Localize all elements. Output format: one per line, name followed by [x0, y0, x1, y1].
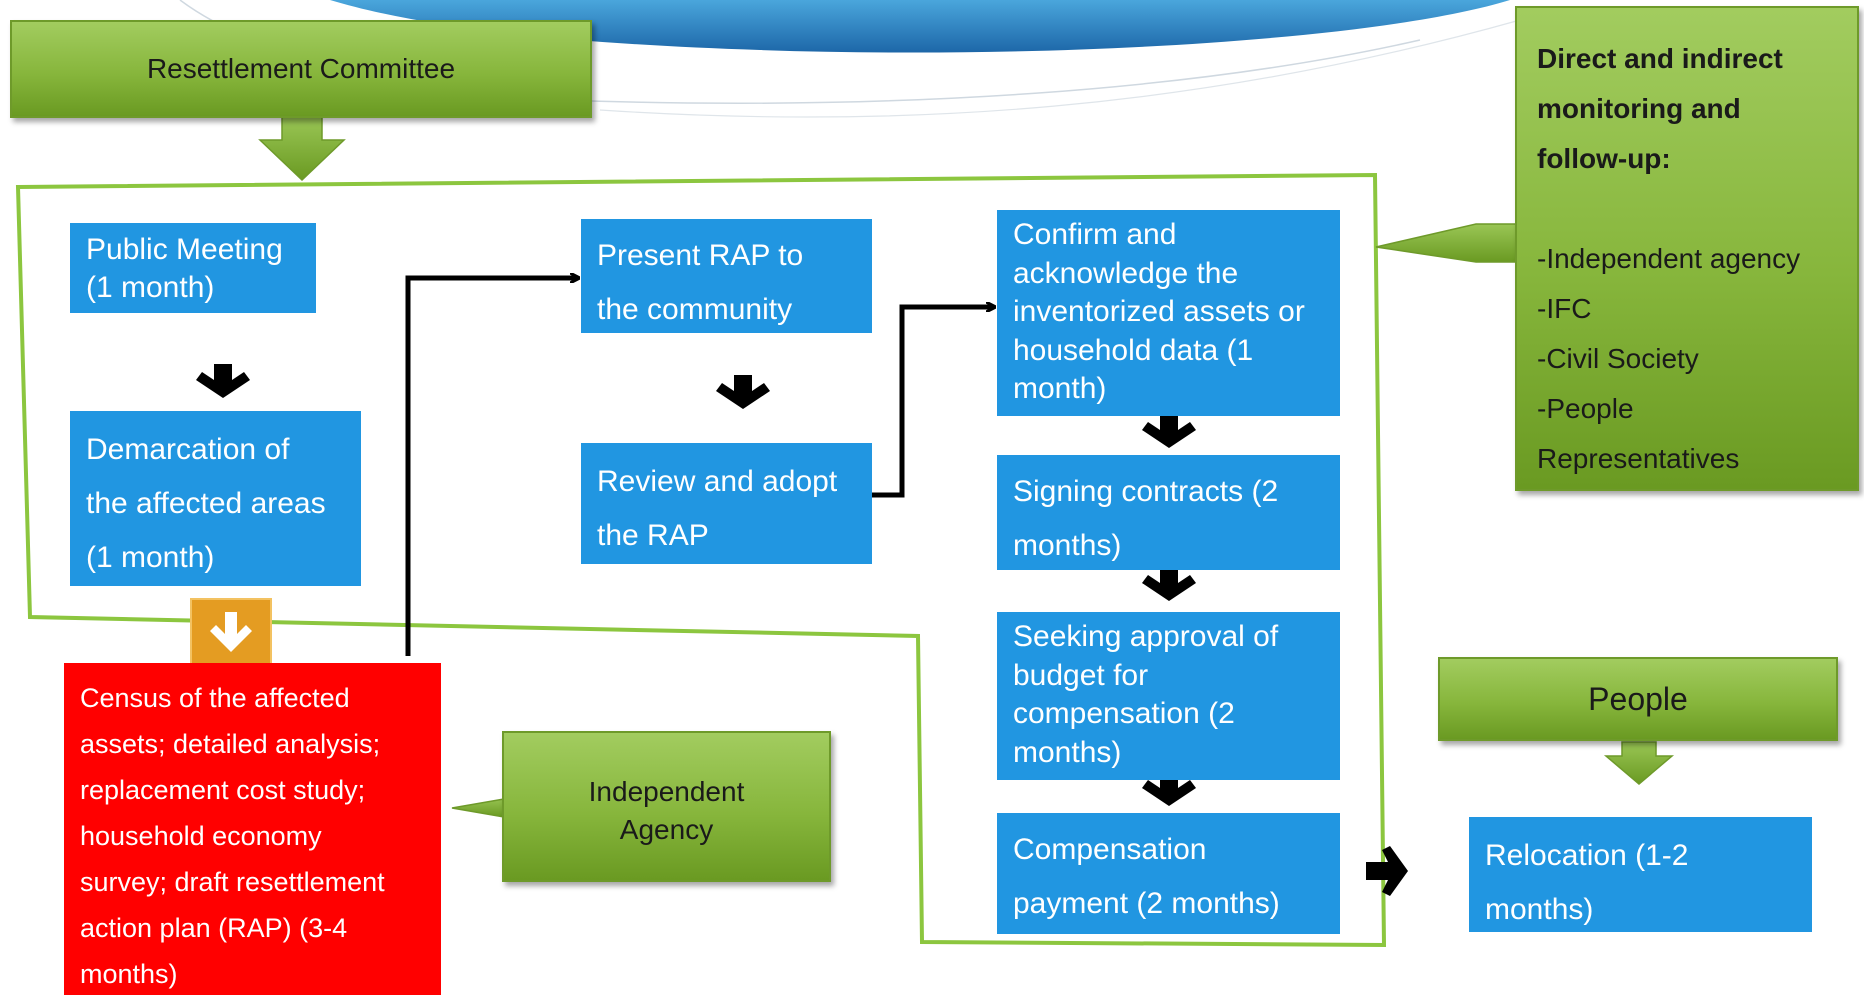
- signing-line: Signing contracts (2: [1013, 475, 1279, 508]
- seeking-line: Seeking approval of: [1013, 620, 1279, 653]
- decorative-thin-curve-2: [599, 19, 1521, 118]
- down-marker-icon: [190, 598, 272, 666]
- census-line: months): [80, 959, 178, 989]
- connector-census-to-present: [405, 278, 578, 656]
- demarcation-line: (1 month): [86, 541, 215, 574]
- people-box: People: [1438, 657, 1838, 741]
- monitoring-list: -Independent agency -IFC -Civil Society …: [1537, 234, 1857, 484]
- agency-arrow: [451, 797, 505, 818]
- census-line: replacement cost study;: [80, 775, 366, 805]
- compensation-box: Compensation payment (2 months): [997, 813, 1340, 934]
- review-rap-box: Review and adopt the RAP: [581, 443, 872, 564]
- signing-line: months): [1013, 529, 1122, 562]
- committee-down-arrow: [258, 116, 346, 182]
- monitoring-title-line: monitoring and: [1537, 93, 1741, 124]
- seeking-line: budget for: [1013, 658, 1149, 692]
- demarcation-line: Demarcation of: [86, 433, 290, 466]
- monitoring-item: -Civil Society: [1537, 343, 1699, 374]
- review-rap-line: the RAP: [597, 519, 709, 552]
- confirm-line: inventorized assets or: [1013, 295, 1305, 328]
- monitoring-title-line: follow-up:: [1537, 143, 1671, 174]
- seeking-box: Seeking approval of budget for compensat…: [997, 612, 1340, 780]
- monitoring-item: -People: [1537, 393, 1634, 424]
- seeking-line: months): [1013, 735, 1122, 769]
- confirm-line: acknowledge the: [1013, 256, 1239, 290]
- monitoring-arrow: [1375, 223, 1521, 263]
- confirm-line: month): [1013, 372, 1107, 405]
- people-label: People: [1588, 680, 1688, 717]
- right-arrow-relocation: [1366, 846, 1408, 896]
- independent-agency-line: Independent: [588, 776, 745, 807]
- present-rap-box: Present RAP to the community: [581, 219, 872, 333]
- down-arrow-3: [1142, 414, 1196, 448]
- monitoring-item: Representatives: [1537, 443, 1740, 474]
- committee-label: Resettlement Committee: [146, 53, 456, 84]
- public-meeting-box: Public Meeting (1 month): [70, 223, 316, 313]
- down-arrow-4: [1142, 567, 1196, 601]
- down-arrow-1: [196, 364, 250, 398]
- monitoring-box: Direct and indirect monitoring and follo…: [1515, 6, 1859, 491]
- monitoring-title-line: Direct and indirect: [1537, 43, 1783, 74]
- demarcation-line: the affected areas: [86, 487, 326, 520]
- census-line: action plan (RAP) (3-4: [80, 913, 348, 943]
- down-arrow-5: [1142, 772, 1196, 806]
- decorative-swoosh: [330, 0, 1510, 53]
- independent-agency-box: Independent Agency: [502, 731, 831, 882]
- census-box: Census of the affected assets; detailed …: [64, 663, 441, 995]
- confirm-line: household data (1: [1013, 333, 1254, 367]
- relocation-box: Relocation (1-2 months): [1469, 817, 1812, 932]
- relocation-line: months): [1485, 893, 1594, 926]
- relocation-line: Relocation (1-2: [1485, 839, 1689, 872]
- public-meeting-line: Public Meeting: [86, 233, 283, 266]
- census-line: survey; draft resettlement: [80, 867, 385, 897]
- compensation-line: payment (2 months): [1013, 887, 1280, 920]
- process-boundary: [15, 172, 1387, 948]
- resettlement-committee-box: Resettlement Committee: [10, 20, 592, 118]
- demarcation-box: Demarcation of the affected areas (1 mon…: [70, 411, 361, 586]
- compensation-line: Compensation: [1013, 833, 1207, 866]
- present-rap-line: Present RAP to: [597, 239, 804, 272]
- census-line: Census of the affected: [80, 683, 350, 713]
- monitoring-item: -IFC: [1537, 293, 1592, 324]
- people-down-arrow: [1603, 741, 1675, 785]
- independent-agency-line: Agency: [619, 814, 714, 845]
- down-arrow-2: [716, 375, 770, 409]
- monitoring-title: Direct and indirect monitoring and follo…: [1537, 34, 1857, 184]
- flow-arrows: [196, 364, 1408, 896]
- monitoring-item: -Independent agency: [1537, 243, 1801, 274]
- confirm-line: Confirm and: [1013, 218, 1177, 251]
- public-meeting-line: (1 month): [86, 271, 215, 304]
- confirm-box: Confirm and acknowledge the inventorized…: [997, 210, 1340, 416]
- census-line: assets; detailed analysis;: [80, 729, 381, 759]
- signing-box: Signing contracts (2 months): [997, 455, 1340, 570]
- review-rap-line: Review and adopt: [597, 465, 838, 498]
- seeking-line: compensation (2: [1013, 697, 1235, 730]
- present-rap-line: the community: [597, 293, 793, 326]
- census-line: household economy: [80, 821, 322, 851]
